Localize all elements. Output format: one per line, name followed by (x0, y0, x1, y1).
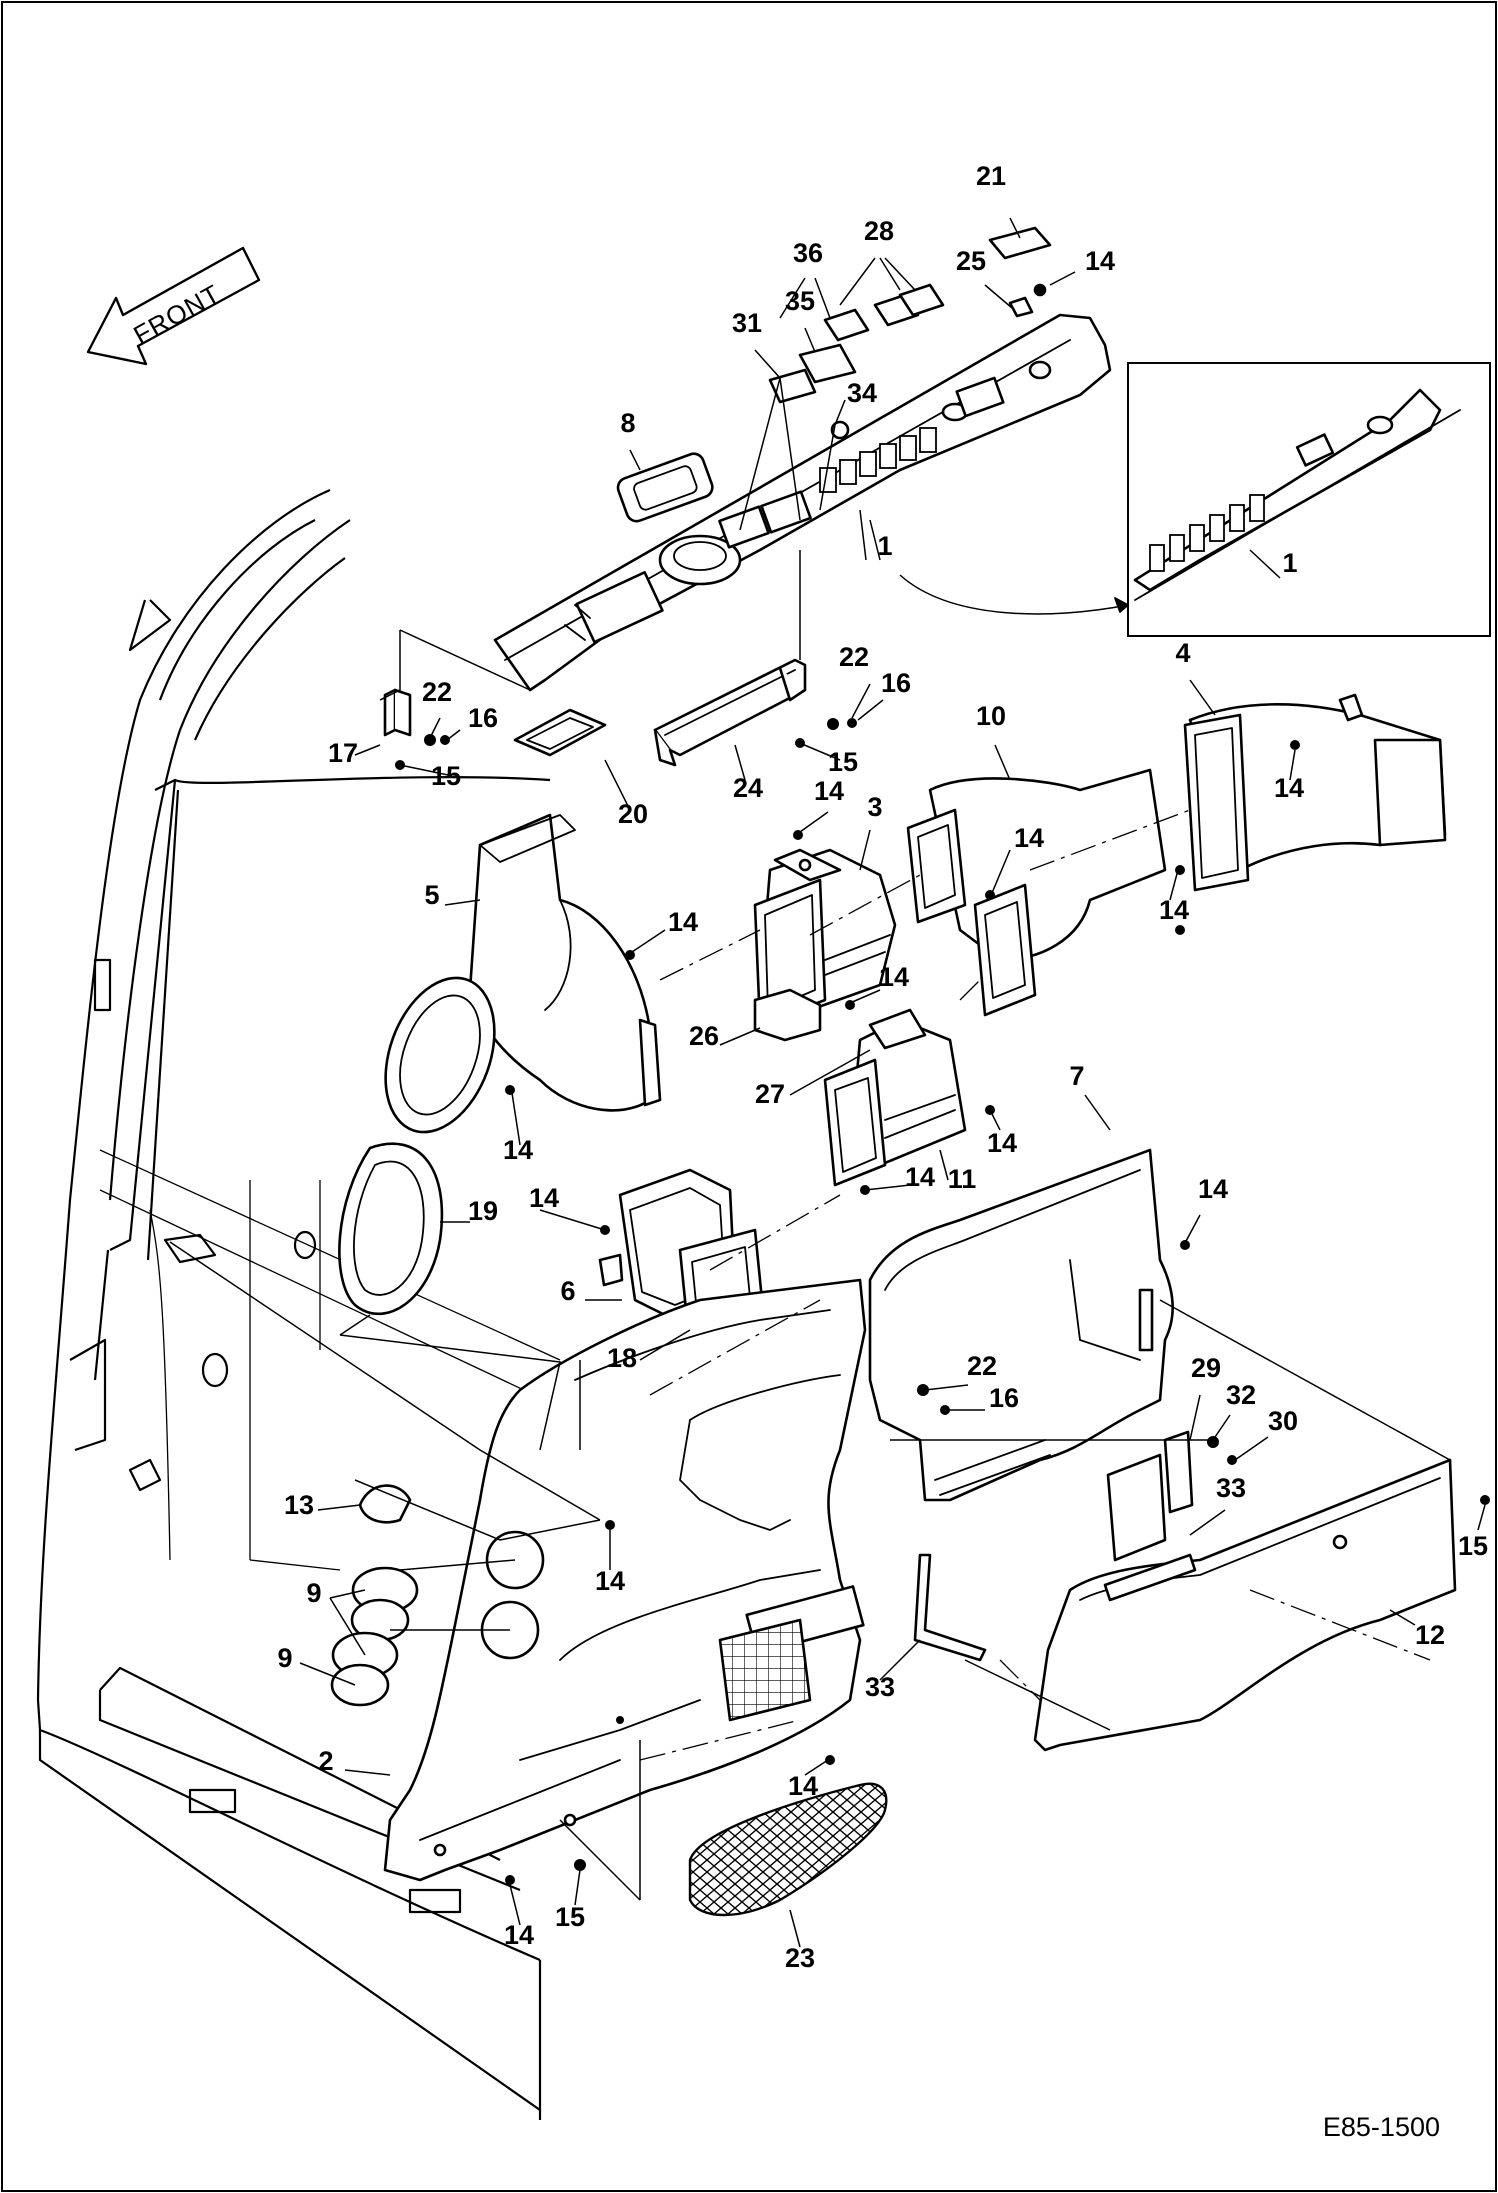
grille-23 (688, 1782, 888, 1917)
callout-3: 3 (867, 792, 882, 822)
callout-14: 14 (1159, 895, 1189, 925)
callout-14: 14 (905, 1162, 935, 1192)
drawing-id: E85-1500 (1323, 2112, 1440, 2142)
callout-19: 19 (468, 1196, 498, 1226)
callout-34: 34 (847, 378, 877, 408)
callout-25: 25 (956, 246, 986, 276)
callout-1: 1 (1282, 548, 1297, 578)
callout-33: 33 (1216, 1473, 1246, 1503)
callout-15: 15 (431, 761, 461, 791)
callout-14: 14 (788, 1771, 818, 1801)
callout-9: 9 (306, 1578, 321, 1608)
fasteners (395, 286, 1490, 1885)
callout-15: 15 (1458, 1531, 1488, 1561)
bracket-29 (1106, 1430, 1194, 1562)
callout-15: 15 (555, 1902, 585, 1932)
callout-16: 16 (468, 703, 498, 733)
callout-14: 14 (1085, 246, 1115, 276)
callout-24: 24 (733, 773, 763, 803)
callout-23: 23 (785, 1943, 815, 1973)
brackets (383, 658, 807, 767)
callout-14: 14 (814, 776, 844, 806)
callout-28: 28 (864, 216, 894, 246)
callout-16: 16 (881, 668, 911, 698)
panel-2 (383, 1278, 867, 1882)
callout-35: 35 (785, 286, 815, 316)
callout-14: 14 (529, 1183, 559, 1213)
callout-21: 21 (976, 161, 1006, 191)
callout-26: 26 (689, 1021, 719, 1051)
top-console (493, 313, 1112, 692)
callout-22: 22 (839, 642, 869, 672)
duct-5 (384, 813, 662, 1134)
duct-3 (753, 848, 897, 1027)
callout-6: 6 (560, 1276, 575, 1306)
callout-33: 33 (865, 1672, 895, 1702)
callout-4: 4 (1175, 638, 1190, 668)
callout-1: 1 (877, 531, 892, 561)
callout-8: 8 (620, 408, 635, 438)
callout-5: 5 (424, 880, 439, 910)
callout-14: 14 (879, 962, 909, 992)
gasket-20 (513, 708, 607, 757)
callout-18: 18 (607, 1343, 637, 1373)
panel-7 (868, 1148, 1174, 1502)
callout-22: 22 (967, 1351, 997, 1381)
callout-14: 14 (668, 907, 698, 937)
callout-9: 9 (277, 1643, 292, 1673)
callout-20: 20 (618, 799, 648, 829)
duct-11 (753, 988, 967, 1187)
inset-connector (899, 574, 1129, 615)
callout-15: 15 (828, 747, 858, 777)
callout-31: 31 (732, 308, 762, 338)
console-detail-inset (1127, 362, 1491, 637)
callout-32: 32 (1226, 1380, 1256, 1410)
callout-36: 36 (793, 238, 823, 268)
leader-lines (169, 217, 1486, 1948)
callout-29: 29 (1191, 1353, 1221, 1383)
callout-14: 14 (1274, 773, 1304, 803)
callout-14: 14 (595, 1566, 625, 1596)
callout-14: 14 (1014, 823, 1044, 853)
callout-14: 14 (987, 1128, 1017, 1158)
seal-33 (913, 1553, 987, 1662)
callout-14: 14 (1198, 1174, 1228, 1204)
callout-11: 11 (948, 1164, 977, 1194)
vent-slots (819, 427, 937, 493)
callout-27: 27 (755, 1079, 785, 1109)
callout-14: 14 (504, 1920, 534, 1950)
front-arrow-icon: FRONT (86, 246, 261, 366)
callout-16: 16 (989, 1383, 1019, 1413)
small-parts (616, 226, 1052, 523)
duct-4 (1183, 693, 1447, 892)
knobs (330, 1484, 419, 1707)
callout-14: 14 (503, 1135, 533, 1165)
callout-7: 7 (1069, 1061, 1084, 1091)
panel-12 (1033, 1458, 1457, 1752)
callout-22: 22 (422, 677, 452, 707)
callout-10: 10 (976, 701, 1006, 731)
callout-30: 30 (1268, 1406, 1298, 1436)
callout-2: 2 (318, 1746, 333, 1776)
callout-13: 13 (284, 1490, 314, 1520)
cab-frame (36, 488, 561, 2120)
gasket-19 (338, 1142, 444, 1316)
callout-12: 12 (1415, 1620, 1445, 1650)
duct-10 (906, 768, 1167, 1017)
callout-17: 17 (328, 738, 358, 768)
